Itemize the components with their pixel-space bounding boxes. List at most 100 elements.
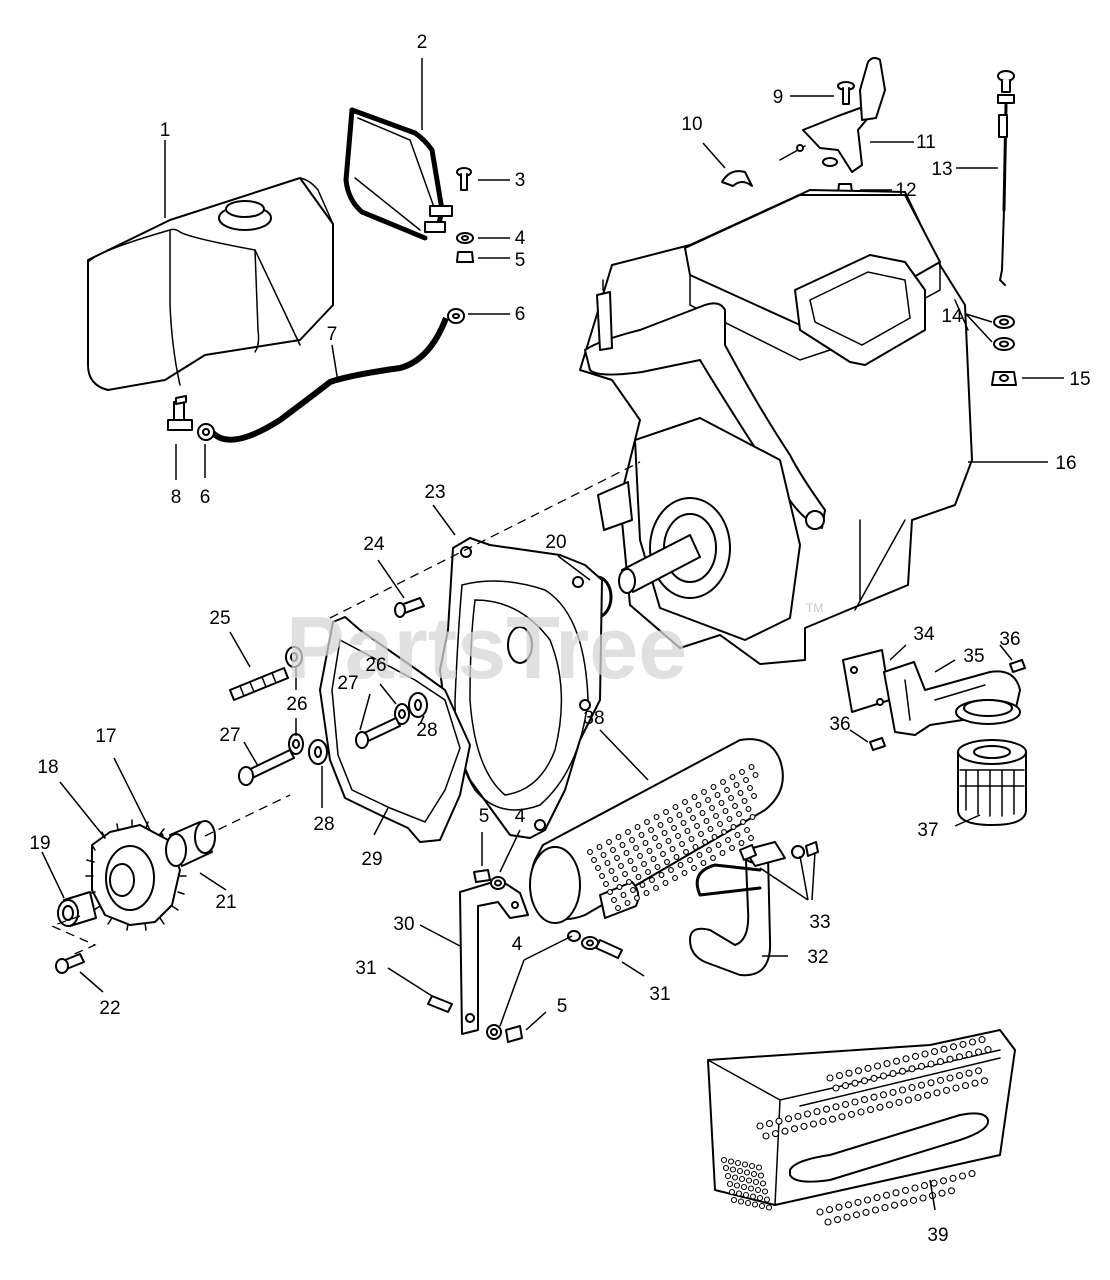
callout-34[interactable]: 34 (913, 624, 935, 645)
callout-27-lower[interactable]: 27 (219, 725, 240, 746)
leader-lines (41, 58, 1064, 1211)
callout-21[interactable]: 21 (215, 892, 236, 913)
callout-14[interactable]: 14 (941, 306, 963, 327)
screw-22[interactable] (55, 953, 85, 974)
callout-5[interactable]: 5 (515, 250, 526, 271)
callout-31-right[interactable]: 31 (649, 984, 670, 1005)
callout-4-upper-right[interactable]: 4 (515, 806, 526, 827)
tank-strap[interactable] (343, 107, 453, 241)
callout-5-lower[interactable]: 5 (557, 996, 568, 1017)
muffler-38[interactable] (529, 738, 784, 924)
callout-10[interactable]: 10 (681, 114, 702, 135)
callout-6[interactable]: 6 (515, 304, 526, 325)
hose-clamp-6-lower[interactable] (197, 423, 215, 441)
fuel-shutoff-valve[interactable] (167, 395, 193, 431)
u-bolt-clamp-33[interactable] (695, 841, 819, 897)
callout-31-left[interactable]: 31 (355, 958, 376, 979)
callout-4[interactable]: 4 (515, 228, 526, 249)
callout-19[interactable]: 19 (29, 833, 50, 854)
callout-13[interactable]: 13 (931, 159, 952, 180)
fitting-36-lower[interactable] (869, 737, 886, 751)
oil-filter-adapter-35[interactable] (883, 661, 1021, 736)
callout-38[interactable]: 38 (583, 708, 604, 729)
callout-5-upper[interactable]: 5 (479, 806, 490, 827)
callout-35[interactable]: 35 (963, 646, 984, 667)
callout-4-lower[interactable]: 4 (512, 934, 523, 955)
callout-17[interactable]: 17 (95, 726, 116, 747)
callout-11[interactable]: 11 (916, 132, 936, 153)
callout-25[interactable]: 25 (209, 608, 230, 629)
callout-30[interactable]: 30 (393, 914, 414, 935)
callout-28-mid[interactable]: 28 (416, 720, 437, 741)
callout-28-lower[interactable]: 28 (313, 814, 334, 835)
callout-37[interactable]: 37 (917, 820, 938, 841)
hose-clamp-6-upper[interactable] (447, 308, 465, 324)
callout-15[interactable]: 15 (1069, 369, 1090, 390)
nut-5-upper[interactable] (456, 251, 474, 263)
callout-23[interactable]: 23 (424, 482, 445, 503)
gear-18[interactable] (85, 819, 187, 931)
screw-24[interactable] (394, 597, 425, 618)
gasket-34[interactable] (842, 649, 891, 713)
callout-12[interactable]: 12 (895, 180, 916, 201)
watermark: PartsTree (286, 598, 687, 697)
callout-9[interactable]: 9 (773, 87, 784, 108)
nut-5-lower[interactable] (505, 1025, 523, 1043)
callout-36-upper[interactable]: 36 (999, 629, 1020, 650)
bolt-27-lower[interactable] (238, 749, 295, 786)
watermark-tm: TM (806, 601, 823, 615)
bolt-31-right[interactable] (595, 939, 623, 959)
callout-6-lower[interactable]: 6 (200, 487, 211, 508)
fuel-line[interactable] (209, 316, 449, 443)
bushing-19[interactable] (57, 891, 97, 927)
callout-26-mid[interactable]: 26 (365, 655, 386, 676)
callout-1[interactable]: 1 (160, 120, 171, 141)
callout-labels: 1 2 3 4 5 6 7 8 6 9 10 11 12 13 14 15 16… (29, 32, 1090, 1246)
engine-assembly[interactable] (579, 189, 973, 665)
gasket-29[interactable] (319, 616, 471, 843)
fitting-36-upper[interactable] (1009, 659, 1026, 673)
washer-4-upper[interactable] (456, 232, 474, 244)
washer-28-mid[interactable] (408, 692, 428, 718)
washers-14[interactable] (993, 315, 1015, 351)
heat-shield-39[interactable] (707, 1029, 1016, 1226)
callout-33[interactable]: 33 (809, 912, 830, 933)
screw-9[interactable] (837, 81, 855, 105)
spacer-21[interactable] (165, 820, 216, 867)
dipstick[interactable] (997, 70, 1015, 286)
callout-26-left[interactable]: 26 (286, 694, 307, 715)
assembly-lines (50, 461, 641, 956)
callout-20[interactable]: 20 (545, 532, 566, 553)
washer-4-mid[interactable] (490, 876, 506, 890)
bolt-31-left[interactable] (427, 995, 453, 1013)
callout-36-lower[interactable]: 36 (829, 714, 850, 735)
callout-2[interactable]: 2 (417, 32, 428, 53)
callout-29[interactable]: 29 (361, 849, 382, 870)
oil-filter-37[interactable] (957, 739, 1027, 826)
callout-8[interactable]: 8 (171, 487, 182, 508)
washer-28-lower[interactable] (308, 739, 328, 765)
nut-15[interactable] (991, 371, 1017, 386)
washer-4-right2[interactable] (567, 930, 581, 942)
callout-22[interactable]: 22 (99, 998, 120, 1019)
callout-18[interactable]: 18 (37, 757, 58, 778)
nut-5-mid[interactable] (473, 869, 491, 883)
callout-16[interactable]: 16 (1055, 453, 1076, 474)
stud-25[interactable] (229, 667, 289, 701)
callout-27-mid[interactable]: 27 (337, 673, 358, 694)
callout-24[interactable]: 24 (363, 534, 385, 555)
washer-26-mid[interactable] (394, 703, 410, 725)
screw-3[interactable] (456, 167, 472, 191)
washer-4-lower[interactable] (486, 1024, 502, 1040)
callout-7[interactable]: 7 (327, 324, 338, 345)
clip-10[interactable] (721, 170, 753, 187)
fuel-tank[interactable] (87, 177, 334, 391)
throttle-control-bracket[interactable] (779, 56, 886, 173)
callout-32[interactable]: 32 (807, 947, 828, 968)
bolt-27-mid[interactable] (355, 717, 401, 749)
callout-39[interactable]: 39 (927, 1225, 948, 1246)
callout-3[interactable]: 3 (515, 170, 526, 191)
washer-26-left[interactable] (285, 646, 303, 668)
muffler-bracket-30[interactable] (459, 879, 529, 1035)
